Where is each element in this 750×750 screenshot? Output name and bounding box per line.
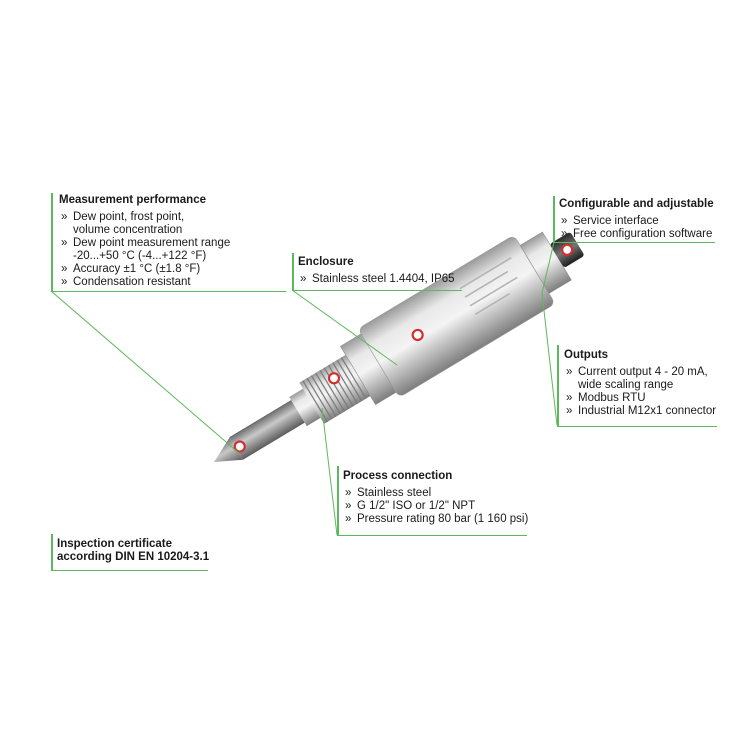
certificate-line-1: Inspection certificate (57, 538, 173, 550)
callout-title: Enclosure (298, 256, 354, 268)
list-item: Industrial M12x1 connector (564, 405, 744, 418)
list-item: Modbus RTU (564, 392, 744, 405)
callout-outputs: Outputs Current output 4 - 20 mA,wide sc… (564, 349, 744, 418)
marker-tip (233, 440, 246, 453)
list-item: Dew point measurement range-20...+50 °C … (59, 237, 259, 263)
leader-outputs (541, 292, 558, 426)
marker-process (327, 372, 341, 385)
list-item: Free configuration software (559, 228, 744, 241)
list-item: Stainless steel 1.4404, IP65 (298, 273, 478, 286)
marker-enclosure (411, 328, 424, 342)
list-item: Dew point, frost point,volume concentrat… (59, 211, 259, 237)
list-item: Pressure rating 80 bar (1 160 psi) (343, 513, 553, 526)
accent-line-enclosure (292, 253, 294, 290)
underline-configurable (553, 242, 715, 243)
callout-process: Process connection Stainless steel G 1/2… (343, 470, 553, 526)
underline-measurement (51, 291, 286, 292)
leader-configurable (541, 241, 555, 294)
list-item: Accuracy ±1 °C (±1.8 °F) (59, 263, 259, 276)
callout-enclosure: Enclosure Stainless steel 1.4404, IP65 (298, 256, 478, 286)
leader-measurement (50, 290, 241, 455)
list-item: Service interface (559, 215, 744, 228)
callout-measurement: Measurement performance Dew point, frost… (59, 194, 259, 289)
callout-configurable: Configurable and adjustable Service inte… (559, 198, 744, 241)
accent-line-outputs (557, 345, 559, 426)
list-item: Current output 4 - 20 mA,wide scaling ra… (564, 366, 744, 392)
sensor-probe (229, 400, 305, 460)
list-item: G 1/2" ISO or 1/2" NPT (343, 500, 553, 513)
underline-outputs (557, 426, 717, 427)
sensor-tip (214, 437, 243, 462)
accent-line-configurable (553, 196, 555, 242)
sensor-device (214, 231, 584, 462)
leader-process (321, 407, 338, 536)
accent-line-certificate (51, 534, 53, 570)
accent-line-process (337, 466, 339, 536)
callout-title: Process connection (343, 470, 453, 482)
accent-line-measurement (51, 193, 53, 291)
callout-title: Configurable and adjustable (559, 198, 714, 210)
leader-enclosure (291, 289, 398, 366)
list-item: Condensation resistant (59, 276, 259, 289)
marker-connector (561, 243, 574, 256)
certificate-line-2: according DIN EN 10204-3.1 (57, 551, 210, 563)
underline-enclosure (292, 290, 462, 291)
underline-process (337, 535, 527, 536)
underline-certificate (51, 570, 208, 571)
callout-certificate: Inspection certificate according DIN EN … (57, 538, 209, 564)
thread-section (299, 354, 371, 424)
list-item: Stainless steel (343, 487, 553, 500)
callout-title: Outputs (564, 349, 609, 361)
callout-title: Measurement performance (59, 194, 206, 206)
